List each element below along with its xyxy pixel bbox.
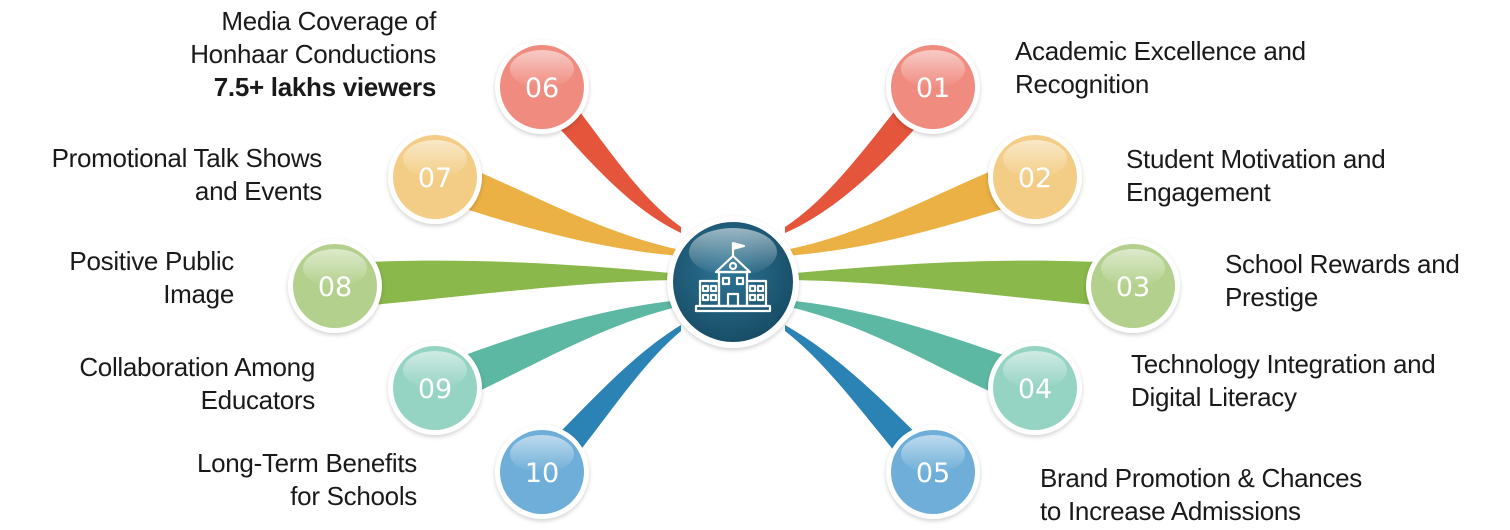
item-01-label: Academic Excellence and Recognition: [1015, 35, 1306, 101]
item-10-label: Long-Term Benefits for Schools: [197, 447, 417, 513]
item-02-label: Student Motivation and Engagement: [1126, 143, 1386, 209]
item-09-line-2: Educators: [200, 385, 316, 415]
ribbon-09: [435, 300, 681, 410]
item-02-line-1: Student Motivation and: [1126, 144, 1386, 174]
item-04-line-1: Technology Integration and: [1131, 349, 1436, 379]
bubble-06: 06: [495, 40, 589, 134]
item-04-line-2: Digital Literacy: [1131, 382, 1297, 412]
item-10-line-2: for Schools: [290, 481, 417, 511]
bubble-01: 01: [886, 40, 980, 134]
school-building-icon: [694, 241, 772, 313]
bubble-number-04: 04: [1018, 374, 1052, 405]
item-06-line-1: Media Coverage of: [221, 6, 436, 36]
bubble-05: 05: [886, 425, 980, 519]
bubble-number-02: 02: [1018, 163, 1052, 194]
bubble-10: 10: [495, 425, 589, 519]
item-01-line-2: Recognition: [1015, 69, 1150, 99]
bubble-number-05: 05: [916, 458, 950, 489]
item-06-highlight: 7.5+ lakhs viewers: [213, 72, 437, 102]
bubble-number-10: 10: [525, 458, 559, 489]
ribbon-08: [335, 260, 681, 308]
bubble-09: 09: [388, 341, 482, 435]
item-05-line-2: to Increase Admissions: [1040, 496, 1301, 526]
item-06-line-2: Honhaar Conductions: [190, 39, 436, 69]
item-08-line-2: Image: [163, 279, 234, 309]
item-07-label: Promotional Talk Shows and Events: [51, 142, 323, 208]
item-05-line-1: Brand Promotion & Chances: [1040, 463, 1363, 493]
item-03-line-2: Prestige: [1225, 282, 1318, 312]
item-05-label: Brand Promotion & Chances to Increase Ad…: [1040, 462, 1362, 528]
bubble-04: 04: [988, 341, 1082, 435]
bubble-02: 02: [988, 130, 1082, 224]
item-07-line-2: and Events: [194, 176, 322, 206]
bubble-03: 03: [1086, 239, 1180, 333]
item-06-label: Media Coverage of Honhaar Conductions 7.…: [190, 5, 436, 104]
item-09-label: Collaboration Among Educators: [79, 351, 315, 417]
bubble-number-06: 06: [525, 73, 559, 104]
center-hub: [667, 216, 799, 348]
item-02-line-2: Engagement: [1126, 177, 1271, 207]
ribbon-02: [785, 155, 1035, 256]
bubble-number-09: 09: [418, 374, 452, 405]
bubble-08: 08: [288, 239, 382, 333]
item-08-label: Positive Public Image: [69, 245, 234, 311]
number-bubbles: 01 02 03 04 05 06 07 08 09 10: [288, 40, 1180, 519]
bubble-number-03: 03: [1116, 272, 1150, 303]
item-09-line-1: Collaboration Among: [79, 352, 315, 382]
item-08-line-1: Positive Public: [69, 246, 234, 276]
item-03-label: School Rewards and Prestige: [1225, 248, 1460, 314]
ribbon-03: [785, 260, 1133, 308]
item-01-line-1: Academic Excellence and: [1015, 36, 1306, 66]
bubble-number-07: 07: [418, 163, 452, 194]
item-10-line-1: Long-Term Benefits: [196, 448, 417, 478]
bubble-number-01: 01: [916, 73, 950, 104]
item-07-line-1: Promotional Talk Shows: [51, 143, 323, 173]
bubble-number-08: 08: [318, 272, 352, 303]
ribbon-04: [785, 300, 1035, 410]
ribbon-07: [435, 155, 681, 256]
item-03-line-1: School Rewards and: [1225, 249, 1460, 279]
bubble-07: 07: [388, 130, 482, 224]
item-04-label: Technology Integration and Digital Liter…: [1131, 348, 1436, 414]
